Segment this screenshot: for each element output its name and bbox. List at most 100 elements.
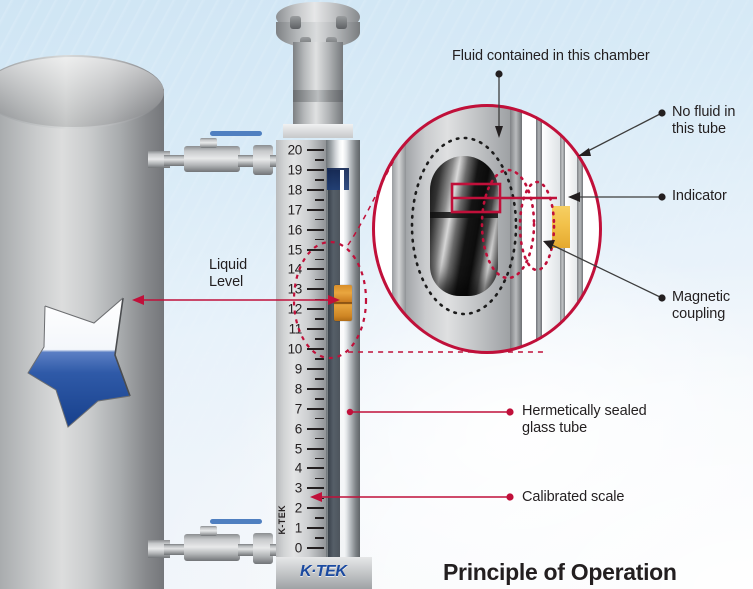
scale-tick-major [307,228,324,231]
label-liquid-level: Liquid Level [209,257,248,290]
scale-number: 9 [294,361,303,377]
scale-tick-minor [315,199,324,201]
glass-tube-wall-c [577,104,583,354]
magnetic-float [430,156,498,296]
scale-tick-minor [315,179,324,181]
scale-tick-major [307,487,324,490]
arrowhead-liquid-level-right [328,295,340,305]
scale-tick-major [307,427,324,430]
float-centerline-band [430,212,498,218]
glass-tube-channel [565,104,577,354]
scale-number: 5 [294,441,303,456]
scale-tick-major [307,348,324,350]
scale-tick-major [307,527,324,530]
scale-number: 2 [294,500,303,516]
scale-number: 19 [287,162,303,178]
scale-number: 18 [287,182,303,198]
scale-tick-minor [315,378,324,380]
scale-tick-major [307,387,324,390]
leader-magnetic-coupling [551,244,661,298]
flange-bolt [336,16,347,29]
scale-tick-minor [315,218,324,221]
leader-no-fluid [585,113,661,153]
scale-tick-major [307,288,324,291]
page-title: Principle of Operation [443,559,677,585]
scale-tick-minor [315,398,324,400]
zoom-source-ellipse [292,240,368,360]
scale-tick-major [307,149,324,151]
leader-dot-fluid-chamber [495,70,503,78]
scale-tick-major [307,507,324,510]
label-no-fluid-tube: No fluid in this tube [672,104,736,137]
scale-number: 8 [294,381,303,397]
scale-number: 16 [287,222,303,238]
glass-tube-interior [542,104,560,354]
scale-number: 3 [294,480,303,496]
glass-tube-shadow [328,170,341,560]
scale-tick-minor [315,358,324,360]
leader-dot-calibrated-scale [506,493,514,501]
scale-number: 14 [287,261,303,277]
magnifier-contents [372,104,602,354]
scale-tick-major [307,367,324,370]
scale-tick-minor [315,477,324,480]
magnetic-field-ellipse-inner [518,180,556,272]
magnetic-field-ellipse-mid [480,168,536,280]
scale-number: 6 [294,421,303,437]
scale-tick-minor [315,457,324,460]
scale-tick-major [307,168,324,171]
glass-tube-wall-a [536,104,542,354]
vessel-cutaway-window [28,298,130,427]
arrowhead-magnetic-coupling [543,240,555,250]
arrowhead-indicator [568,192,580,202]
gauge-head-cap [283,124,353,138]
label-calibrated-scale: Calibrated scale [522,489,625,505]
scale-tick-major [307,328,324,331]
scale-tick-minor [315,238,324,241]
scale-tick-major [307,547,324,549]
magnetic-field-ellipse-outer [410,136,518,316]
flange-neck [293,42,343,128]
scale-tick-minor [315,517,324,519]
vessel-top-shading [0,57,164,127]
scale-tick-major [307,308,324,311]
vessel-top-ellipse [0,55,164,129]
chamber-tube-gap [522,104,536,354]
leader-dot-magnetic-coupling [658,294,666,302]
scale-number: 17 [287,202,303,218]
scale-number: 13 [287,281,303,297]
cutaway-edge-right [114,297,131,397]
scale-tick-major [307,407,324,410]
zoom-connector-upper [347,149,401,246]
scale-tick-minor [315,278,324,281]
scale-number: 11 [288,321,303,337]
glass-tube-assembly [326,140,360,560]
arrowhead-calibrated-scale [310,492,322,502]
scale-tick-minor [315,338,324,340]
vessel-cutaway-group [27,297,131,428]
top-flange-assembly [262,0,374,148]
scale-tick-major [307,208,324,211]
scale-tick-minor [315,437,324,440]
flange-bolt [290,16,301,29]
leader-dot-no-fluid [658,109,666,117]
magnified-indicator-flag [552,206,570,248]
scale-tick-minor [315,417,324,420]
scale-tick-major [307,447,324,450]
ktek-logo: K·TEK [300,563,347,580]
scale-tick-minor [315,159,324,161]
leader-dot-indicator [658,193,666,201]
scale-number: 4 [294,460,303,476]
scale-tick-major [307,248,324,251]
scale-tick-minor [315,258,324,261]
scale-number: 20 [287,142,303,158]
arrowhead-no-fluid [578,148,591,156]
glass-tube-bore [340,170,344,558]
arrowhead-fluid-chamber [495,126,503,138]
label-magnetic-coupling: Magnetic coupling [672,289,731,322]
scale-number: 7 [294,401,303,417]
scale-number: 1 [294,520,303,536]
scale-tick-major [307,188,324,191]
